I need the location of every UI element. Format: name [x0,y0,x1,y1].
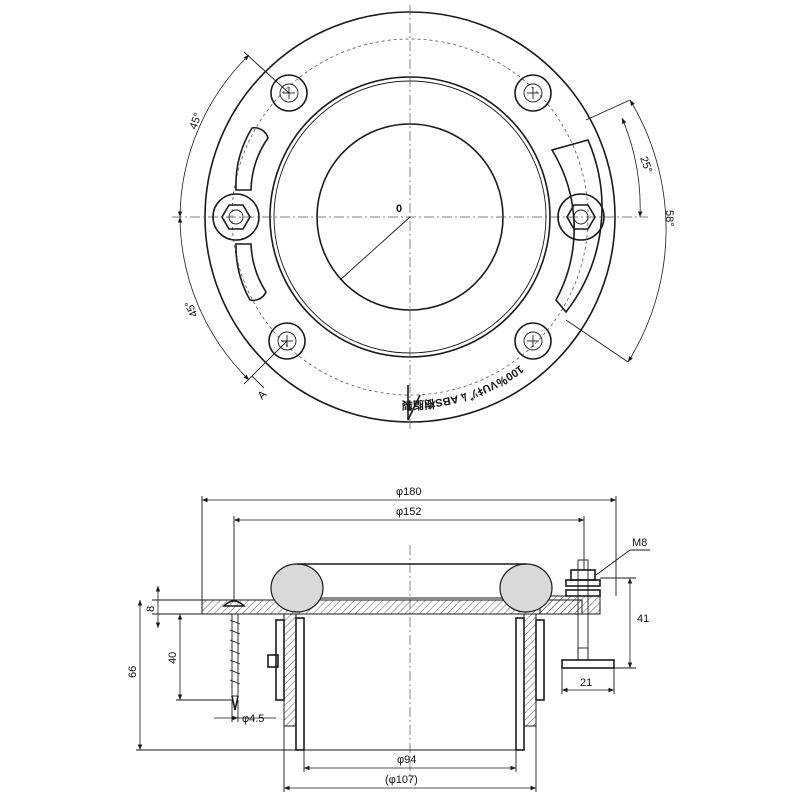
sleeve-wall-left [283,613,297,727]
pipe-wall-right [515,617,525,751]
bolt-nut-right [557,193,605,241]
dim-flange-thickness: 8 [145,606,157,612]
gasket-right [535,619,545,701]
section-view: φ180 φ152 M8 41 21 8 40 66 [127,486,650,792]
screw-hole-bottom-right [514,322,552,360]
gasket-left [275,619,285,701]
seal-ring-right-section [499,563,553,613]
engraving-text: 100％VUｷｿﾞﾑ ABS樹脂製 [401,363,526,413]
hex-bolt-assembly [561,559,615,669]
dim-screw-length: 40 [167,652,179,664]
angle-extension-upper [243,51,290,94]
dim-total-height: 66 [127,666,139,678]
angle-lower-left-label: 45° [183,299,201,319]
diagonal-center-line [339,216,411,281]
dim-foot-width: 21 [580,677,592,689]
wood-screw [222,600,246,711]
dim-ring-diameter: φ152 [396,506,422,518]
dim-pipe-outer: (φ107) [385,774,418,786]
center-label: 0 [396,203,402,215]
engraving-arrow-mark [407,385,421,421]
pipe-wall-left [295,617,305,751]
angle-arc-left-lower [177,216,250,381]
slot-extension-lower [565,319,629,363]
angle-slot-label: 25° [637,155,654,175]
slot-extension-upper [585,99,631,121]
angle-arc-left [177,54,250,218]
plan-view: 0 [172,5,675,430]
angle-arc-slot [621,117,643,218]
seal-ring-left-section [270,563,324,613]
angle-right-label: 58° [663,210,675,227]
dim-m8-leader [595,549,631,576]
section-mark-line [251,375,265,389]
left-slot-lower [235,243,267,302]
angle-upper-left-label: 45° [188,111,205,131]
dim-screw-diameter: φ4.5 [242,713,264,725]
angle-extension-lower [243,340,288,385]
dim-pipe-inner: φ94 [397,754,416,766]
sleeve-wall-right [523,613,537,727]
section-mark-label: A [256,388,270,402]
dim-bolt-height: 41 [637,613,649,625]
left-slot [235,126,269,191]
dim-outer-diameter: φ180 [396,486,422,498]
right-slot [550,139,603,314]
screw-hole-top-right [514,74,552,112]
clamp-stub [267,654,279,668]
angle-arc-right [627,99,667,363]
dim-bolt-label: M8 [632,537,647,549]
